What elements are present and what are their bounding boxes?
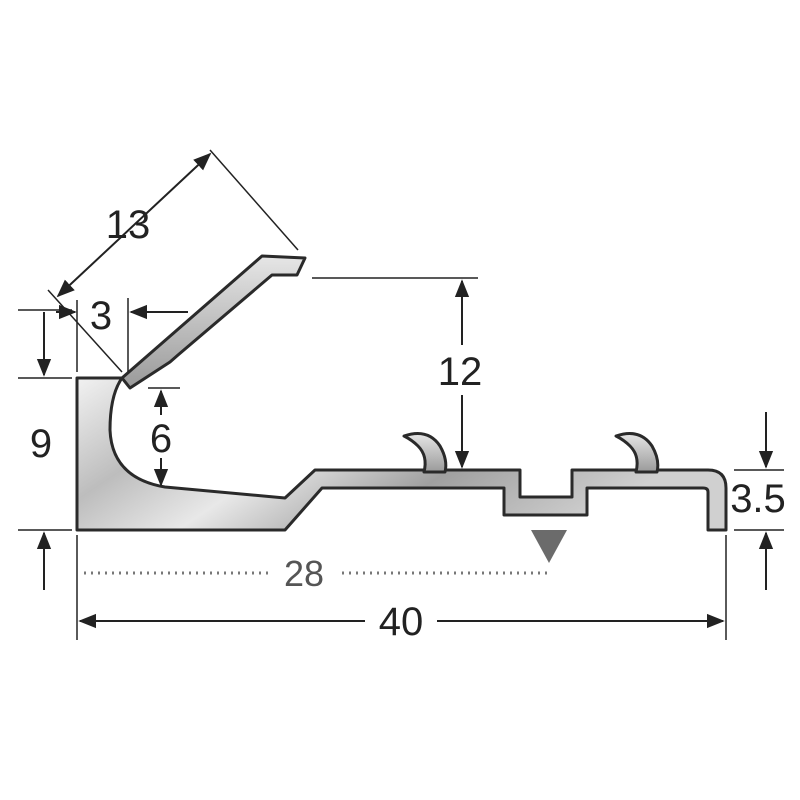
dim-12-label: 12 <box>438 350 483 394</box>
dim-9-label: 9 <box>30 422 52 466</box>
dim-3-5-label: 3.5 <box>730 477 786 521</box>
dim-13-label: 13 <box>106 203 151 247</box>
profile-lip <box>120 254 307 390</box>
down-triangle-icon <box>531 530 567 563</box>
dim-3-label: 3 <box>90 294 112 338</box>
profile-hook-left <box>402 432 448 474</box>
profile-body <box>75 376 728 532</box>
dim-6-label: 6 <box>150 417 172 461</box>
dim-13-ext-right <box>209 149 299 251</box>
dim-40-label: 40 <box>379 600 424 644</box>
dim-28-label: 28 <box>284 553 324 594</box>
dim-13-ext-left <box>47 289 123 373</box>
profile-hook-right <box>614 432 660 474</box>
dim-13-line <box>56 152 212 298</box>
